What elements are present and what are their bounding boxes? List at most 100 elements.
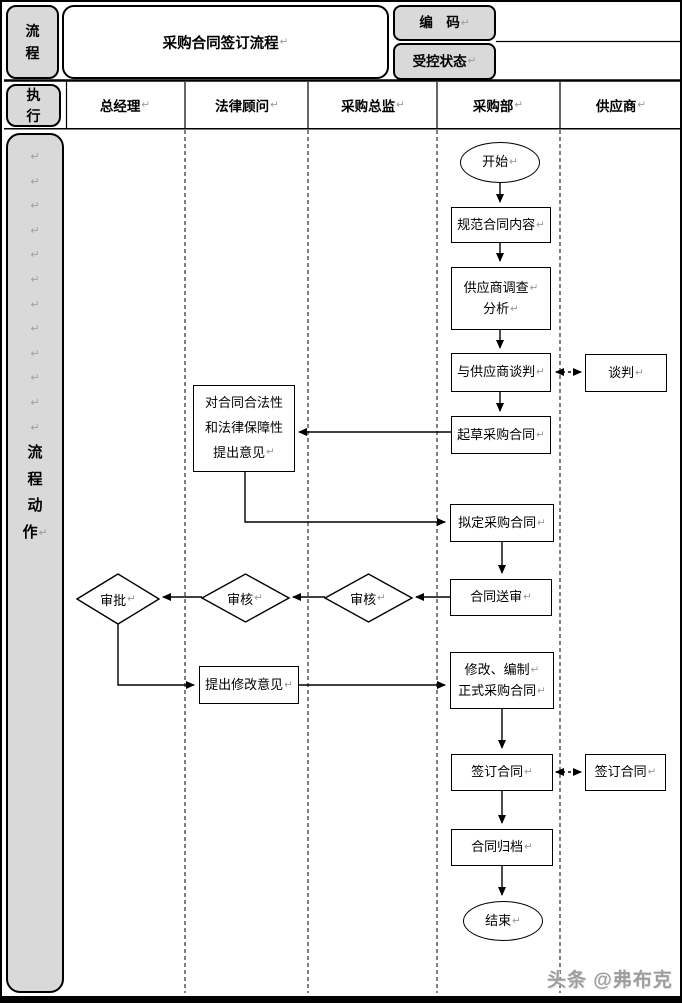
formulate-label: 拟定采购合同	[458, 514, 537, 530]
review-legal-label: 审核	[227, 591, 254, 607]
column-header-procurement-dept: 采购部↵	[438, 95, 558, 115]
column-header-label: 法律顾问	[215, 99, 270, 114]
formulate-contract-box: 拟定采购合同↵	[450, 504, 554, 542]
legal-label-line1: 对合同合法性	[204, 395, 283, 411]
return-mark-icon: ↵	[30, 150, 40, 163]
supplier-sign-label: 签订合同	[594, 764, 647, 780]
return-mark-icon: ↵	[30, 199, 40, 213]
sidebar-actions-box: ↵ ↵ ↵ ↵ ↵ ↵ ↵ ↵ ↵ ↵ ↵ ↵ 流 程 动 作↵	[6, 133, 64, 993]
return-mark-icon: ↵	[127, 593, 136, 605]
return-mark-icon: ↵	[30, 322, 40, 336]
return-mark-icon: ↵	[509, 156, 518, 169]
sign-contract-label: 签订合同	[471, 764, 524, 780]
code-label: 编 码	[419, 15, 460, 31]
return-mark-icon: ↵	[537, 516, 546, 529]
return-mark-icon: ↵	[537, 684, 546, 697]
column-header-supplier: 供应商↵	[561, 95, 680, 115]
return-mark-icon: ↵	[536, 428, 545, 441]
return-mark-icon: ↵	[30, 371, 40, 385]
column-header-legal-advisor: 法律顾问↵	[187, 95, 307, 115]
supplier-survey-box: 供应商调查↵ 分析↵	[451, 267, 551, 330]
standardize-contract-box: 规范合同内容↵	[451, 207, 551, 243]
return-mark-icon: ↵	[635, 366, 644, 379]
controlled-status-value-cell	[498, 43, 680, 80]
legal-opinion-box: 对合同合法性 和法律保障性 提出意见↵	[193, 385, 295, 472]
return-mark-icon: ↵	[30, 223, 40, 237]
legal-label-line3: 提出意见	[213, 444, 266, 460]
return-mark-icon: ↵	[284, 678, 293, 691]
return-mark-icon: ↵	[530, 663, 540, 676]
code-value-cell	[498, 5, 680, 41]
return-mark-icon: ↵	[30, 346, 40, 360]
return-mark-icon: ↵	[524, 766, 533, 779]
sidebar-label-char: 动	[27, 497, 43, 515]
sidebar-label-char-text: 作	[22, 523, 38, 541]
return-mark-icon: ↵	[279, 36, 289, 48]
propose-changes-label: 提出修改意见	[205, 676, 284, 692]
process-title-box: 采购合同签订流程↵	[62, 5, 389, 79]
return-mark-icon: ↵	[523, 591, 532, 604]
negotiate-label: 与供应商谈判	[457, 364, 536, 380]
legal-label-line2: 和法律保障性	[204, 420, 283, 436]
return-mark-icon: ↵	[460, 16, 470, 29]
standardize-label: 规范合同内容	[457, 216, 536, 232]
code-label-box: 编 码↵	[393, 5, 496, 41]
propose-changes-box: 提出修改意见↵	[199, 666, 299, 704]
revise-label-line1: 修改、编制	[464, 661, 530, 677]
revise-contract-box: 修改、编制↵ 正式采购合同↵	[450, 652, 554, 709]
return-mark-icon: ↵	[510, 302, 519, 315]
talk-label: 谈判	[608, 364, 635, 380]
controlled-status-box: 受控状态↵	[393, 43, 496, 80]
negotiate-box: 与供应商谈判↵	[451, 353, 551, 392]
return-mark-icon: ↵	[637, 99, 647, 111]
submit-review-label: 合同送审	[470, 589, 523, 605]
sidebar-content: ↵ ↵ ↵ ↵ ↵ ↵ ↵ ↵ ↵ ↵ ↵ ↵ 流 程 动 作↵	[8, 135, 62, 546]
return-mark-icon: ↵	[512, 914, 521, 927]
sidebar-label-char: 作↵	[23, 520, 48, 547]
supplier-talk-box: 谈判↵	[585, 354, 667, 392]
survey-label-line2: 分析	[483, 300, 510, 316]
return-mark-icon: ↵	[30, 174, 40, 188]
return-mark-icon: ↵	[38, 526, 48, 539]
supplier-sign-box: 签订合同↵	[585, 754, 666, 791]
column-header-label: 总经理	[99, 99, 141, 114]
return-mark-icon: ↵	[536, 366, 545, 379]
return-mark-icon: ↵	[647, 766, 657, 779]
return-mark-icon: ↵	[377, 592, 386, 604]
survey-label-line1: 供应商调查	[463, 279, 529, 295]
arrow-approve-to-propose	[117, 624, 195, 689]
approve-label: 审批	[100, 592, 127, 608]
draft-label: 起草采购合同	[457, 426, 536, 442]
start-terminator: 开始↵	[460, 142, 540, 183]
end-label: 结束	[485, 912, 512, 928]
return-mark-icon: ↵	[524, 841, 533, 854]
return-mark-icon: ↵	[467, 55, 477, 68]
bottom-border-bar	[2, 996, 680, 1001]
approve-diamond-label: 审批↵	[83, 590, 153, 608]
watermark-text: 头条 @弗布克	[547, 970, 673, 991]
execute-label-line2: 行	[26, 107, 41, 124]
return-mark-icon: ↵	[30, 272, 40, 286]
process-label-line2: 程	[25, 45, 40, 61]
return-mark-icon: ↵	[529, 281, 539, 294]
review-director-diamond-label: 审核↵	[333, 589, 403, 607]
return-mark-icon: ↵	[270, 99, 279, 111]
return-mark-icon: ↵	[266, 446, 275, 459]
execute-label-line1: 执	[26, 87, 41, 104]
return-mark-icon: ↵	[141, 99, 151, 111]
sidebar-label-char: 程	[27, 470, 43, 488]
sidebar-label-char: 流	[27, 444, 43, 462]
execute-label-box: 执 行	[6, 84, 61, 127]
draft-contract-box: 起草采购合同↵	[451, 416, 551, 454]
return-mark-icon: ↵	[30, 420, 40, 434]
submit-review-box: 合同送审↵	[450, 579, 552, 616]
archive-box: 合同归档↵	[451, 829, 553, 866]
column-header-label: 采购部	[472, 99, 514, 114]
column-header-general-manager: 总经理↵	[65, 95, 185, 115]
revise-label-line2: 正式采购合同	[458, 682, 537, 698]
return-mark-icon: ↵	[30, 297, 40, 311]
return-mark-icon: ↵	[30, 395, 40, 409]
controlled-status-label: 受控状态	[412, 53, 467, 69]
